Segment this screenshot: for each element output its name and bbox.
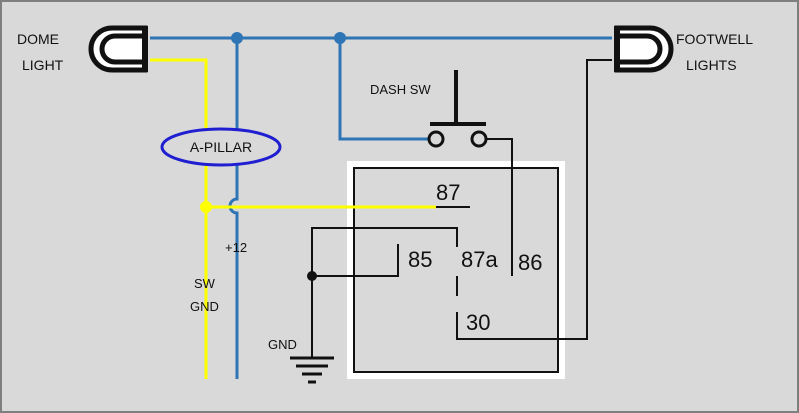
blue-junction-2 (334, 32, 346, 44)
relay-pin-87: 87 (436, 180, 460, 205)
a-pillar-label: A-PILLAR (190, 139, 252, 155)
dome-light-icon (88, 25, 148, 73)
blue-dash-switch-line (338, 38, 432, 141)
blue-junctions (231, 32, 346, 44)
sw-label: SW (194, 276, 216, 291)
gnd-label: GND (268, 337, 297, 352)
relay-pin-85: 85 (408, 247, 432, 272)
black-wires (311, 59, 612, 358)
yellow-dome-line (150, 58, 208, 379)
footwell-light-icon (614, 25, 674, 73)
yellow-junction (200, 201, 212, 213)
ground-junction (307, 271, 317, 281)
footwell-lights-label-line2: LIGHTS (686, 57, 737, 73)
dash-switch-to-86 (485, 138, 513, 276)
plus12-label: +12 (225, 240, 247, 255)
a-pillar-ellipse (160, 127, 282, 167)
dash-switch-label: DASH SW (370, 82, 431, 97)
relay-pin-87a: 87a (461, 247, 498, 272)
sw-gnd-label: GND (190, 299, 219, 314)
relay-pin-86: 86 (518, 250, 542, 275)
ground-wire (311, 227, 458, 358)
ground-icon (290, 356, 334, 384)
relay-30-to-footwell (456, 59, 612, 340)
footwell-lights-label-line1: FOOTWELL (676, 31, 753, 47)
dome-light-label-line1: DOME (17, 31, 59, 47)
yellow-wires (150, 58, 436, 379)
dash-switch-icon (427, 70, 488, 148)
relay-pin-30: 30 (466, 310, 490, 335)
dome-light-label-line2: LIGHT (22, 57, 64, 73)
blue-junction-1 (231, 32, 243, 44)
relay-85-wire (312, 244, 399, 277)
